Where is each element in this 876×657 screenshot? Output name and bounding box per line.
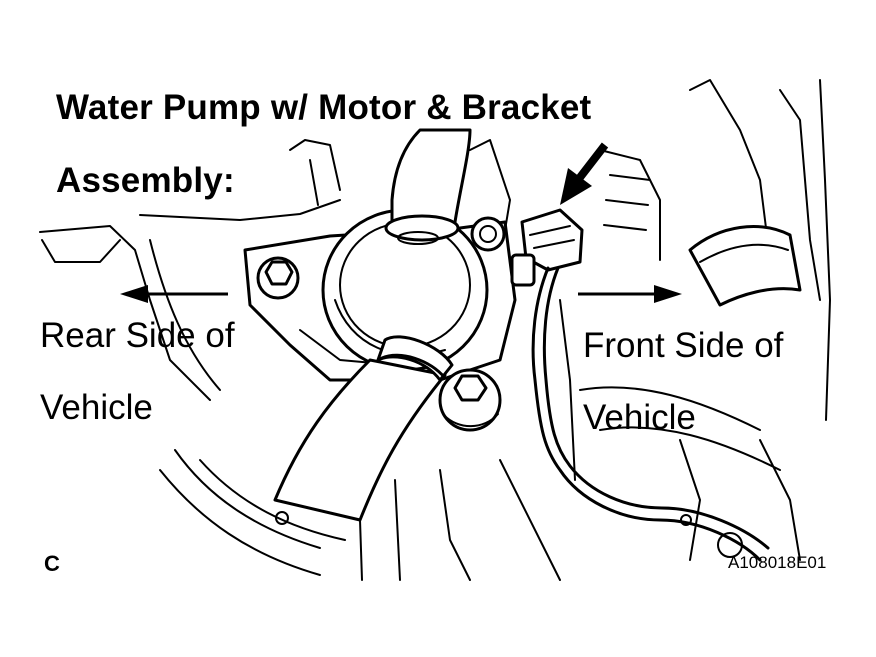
bracket-bolt-lower: [438, 368, 502, 432]
rear-side-label-line-2: Vehicle: [40, 388, 153, 427]
pump-connector: [510, 208, 584, 287]
figure-code: A108018E01: [728, 553, 827, 572]
upper-water-hose: [384, 128, 472, 245]
lower-water-hose: [273, 335, 454, 522]
bracket-bolt-left: [256, 256, 300, 300]
bracket-bolt-upper-right: [470, 216, 506, 252]
wire-harness: [531, 266, 770, 562]
arrow-right-icon: [578, 285, 682, 303]
front-side-label-line-1: Front Side of: [583, 326, 784, 365]
right-side-hose: [688, 225, 802, 307]
arrow-left-icon: [120, 285, 228, 303]
diagram-title-line-1: Water Pump w/ Motor & Bracket: [56, 88, 592, 127]
engine-background: [39, 79, 831, 581]
view-letter: C: [44, 551, 60, 576]
arrow-down-left-icon: [560, 142, 609, 205]
rear-side-label-line-1: Rear Side of: [40, 316, 235, 355]
diagram-title-line-2: Assembly:: [56, 161, 235, 200]
front-side-label-line-2: Vehicle: [583, 398, 696, 437]
